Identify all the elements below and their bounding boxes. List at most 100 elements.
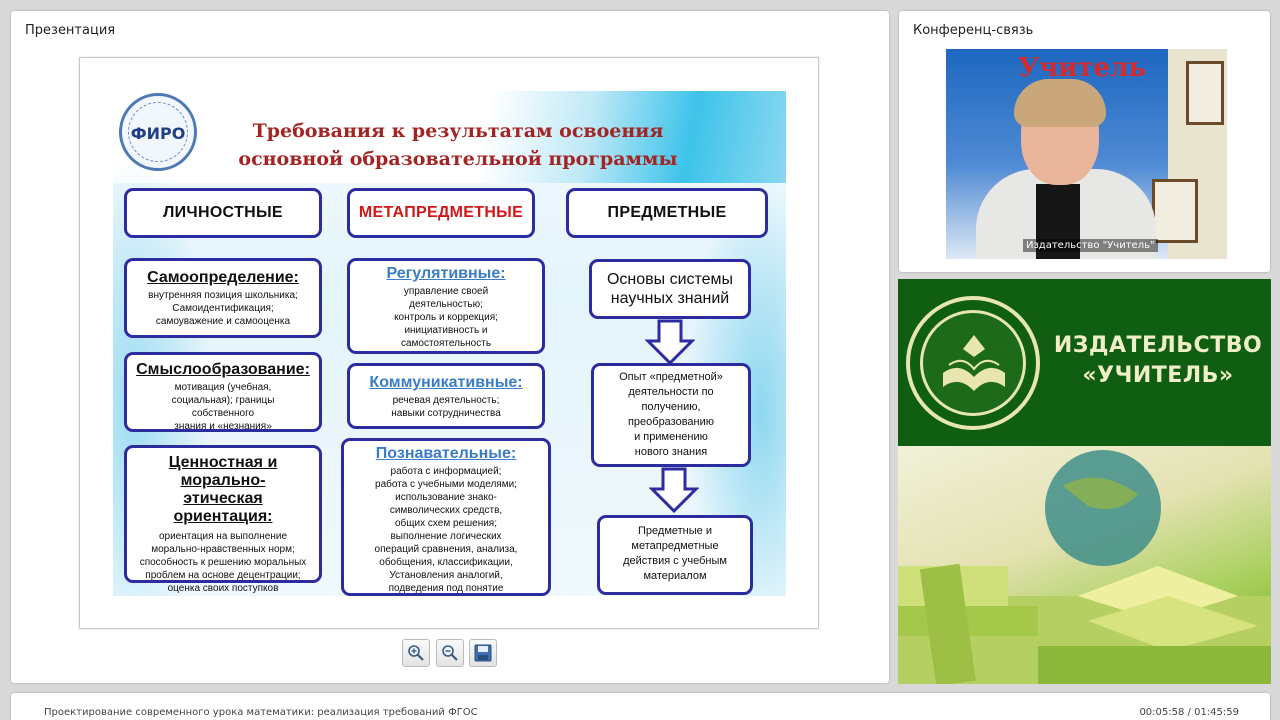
book-icon <box>943 335 1005 391</box>
text-line: собственного <box>191 408 255 419</box>
text-line: нового знания <box>634 446 708 458</box>
box-text: ориентация на выполнение морально-нравст… <box>127 530 319 595</box>
text-line: получению, <box>641 401 701 413</box>
video-certificate <box>1152 179 1198 243</box>
box-value-orientation: Ценностная и морально-этическая ориентац… <box>124 445 322 594</box>
text-line: научных знаний <box>610 290 730 307</box>
header-personal: ЛИЧНОСТНЫЕ <box>124 188 322 238</box>
text-line: самоуважение и самооценка <box>155 316 291 327</box>
text-line: социальная); границы <box>171 395 275 406</box>
box-text: внутренняя позиция школьника; Самоиденти… <box>127 289 319 328</box>
text-line: инициативность и <box>404 325 488 336</box>
box-title: Коммуникативные: <box>369 374 523 391</box>
speaker-hair <box>1014 79 1106 127</box>
box-title: Познавательные: <box>375 445 517 462</box>
text-line: метапредметные <box>631 540 719 552</box>
box-title: Регулятивные: <box>386 265 506 282</box>
text-line: Опыт «предметной» <box>619 371 723 383</box>
text-line: Предметные и <box>638 525 712 537</box>
box-cognitive: Познавательные: работа с информацией; ра… <box>341 438 551 596</box>
publisher-name: ИЗДАТЕЛЬСТВО «УЧИТЕЛЬ» <box>1053 331 1263 391</box>
books-illustration <box>898 446 1271 684</box>
text-line: навыки сотрудничества <box>391 408 501 419</box>
box-text: мотивация (учебная, социальная); границы… <box>127 381 319 433</box>
publisher-logo-icon <box>906 296 1040 430</box>
zoom-out-button[interactable] <box>436 639 464 667</box>
header-subject: ПРЕДМЕТНЫЕ <box>566 188 768 238</box>
text-line: обобщения, классификации, <box>379 557 513 568</box>
box-meaning-formation: Смыслообразование: мотивация (учебная, с… <box>124 352 322 432</box>
video-feed[interactable]: Учитель Издательство "Учитель" <box>946 49 1227 259</box>
video-banner-text: Учитель <box>1018 53 1147 83</box>
text-line: выполнение логических <box>390 531 502 542</box>
box-subject-actions: Предметные и метапредметные действия с у… <box>597 515 753 595</box>
box-scientific-knowledge: Основы системы научных знаний <box>589 259 751 319</box>
zoom-in-button[interactable] <box>402 639 430 667</box>
playback-time: 00:05:58 / 01:45:59 <box>1139 707 1239 718</box>
text-line: способность к решению моральных <box>139 557 307 568</box>
logo-text: ФИРО <box>130 124 186 143</box>
publisher-name-line1: ИЗДАТЕЛЬСТВО <box>1053 333 1263 358</box>
text-line: морально-нравственных норм; <box>151 544 295 555</box>
text-line: и применению <box>634 431 708 443</box>
text-line: ориентация на выполнение <box>158 531 288 542</box>
save-button[interactable] <box>469 639 497 667</box>
text-line: символических средств, <box>389 505 503 516</box>
publisher-logo-inner <box>920 310 1026 416</box>
header-metasubject: МЕТАПРЕДМЕТНЫЕ <box>347 188 535 238</box>
text-line: преобразованию <box>627 416 715 428</box>
slide-header-band <box>113 91 786 183</box>
publisher-banner: ИЗДАТЕЛЬСТВО «УЧИТЕЛЬ» <box>898 279 1271 446</box>
text-line: использование знако- <box>395 492 497 503</box>
zoom-in-icon <box>408 645 424 661</box>
slide-frame: ФИРО Требования к результатам освоения о… <box>79 57 819 629</box>
text-line: речевая деятельность; <box>392 395 500 406</box>
box-text: управление своей деятельностью; контроль… <box>350 285 542 350</box>
slide-title-line2: основной образовательной программы <box>238 148 678 170</box>
books-globe-image <box>898 450 1271 684</box>
zoom-out-icon <box>442 645 458 661</box>
box-text: работа с информацией; работа с учебными … <box>344 465 548 595</box>
slide: ФИРО Требования к результатам освоения о… <box>113 91 786 596</box>
text-line: материалом <box>643 570 707 582</box>
text-line: работа с информацией; <box>390 466 502 477</box>
text-line: деятельностью; <box>409 299 483 310</box>
text-line: самостоятельность <box>400 338 492 349</box>
text-line: работа с учебными моделями; <box>375 479 517 490</box>
text-line: контроль и коррекция; <box>394 312 498 323</box>
conference-panel: Конференц-связь Учитель Издательство "Уч… <box>899 11 1270 272</box>
text-line: подведения под понятие <box>388 583 504 594</box>
box-title: Ценностная и морально-этическая ориентац… <box>168 454 278 525</box>
text-line: мотивация (учебная, <box>174 382 272 393</box>
box-communicative: Коммуникативные: речевая деятельность; н… <box>347 363 545 429</box>
text-line: действия с учебным <box>623 555 727 567</box>
box-subject-experience: Опыт «предметной» деятельности по получе… <box>591 363 751 467</box>
conference-panel-title: Конференц-связь <box>913 23 1034 38</box>
text-line: операций сравнения, анализа, <box>374 544 518 555</box>
arrow-down-icon <box>645 319 695 365</box>
speaker-label: Издательство "Учитель" <box>1023 239 1158 252</box>
slide-title-line1: Требования к результатам освоения <box>252 120 664 142</box>
presentation-panel: Презентация ФИРО Требования к результата… <box>11 11 889 683</box>
box-title: Смыслообразование: <box>136 361 310 378</box>
text-line: Самоидентификация; <box>172 303 274 314</box>
text-line: внутренняя позиция школьника; <box>148 290 298 301</box>
text-line: деятельности по <box>628 386 714 398</box>
firo-logo: ФИРО <box>119 93 197 171</box>
text-line: управление своей <box>403 286 489 297</box>
text-line: оценка своих поступков <box>167 583 279 594</box>
video-wall-frame <box>1186 61 1224 125</box>
arrow-down-icon <box>649 467 699 513</box>
text-line: проблем на основе децентрации; <box>145 570 301 581</box>
status-bar: Проектирование современного урока матема… <box>11 693 1270 720</box>
save-icon <box>474 644 492 662</box>
lesson-title: Проектирование современного урока матема… <box>44 707 478 718</box>
box-title: Самоопределение: <box>147 269 299 286</box>
slide-title: Требования к результатам освоения основн… <box>213 117 703 173</box>
box-regulatory: Регулятивные: управление своей деятельно… <box>347 258 545 354</box>
speaker-shirt <box>1036 184 1080 259</box>
box-text: речевая деятельность; навыки сотрудничес… <box>350 394 542 420</box>
logo-ring <box>128 102 188 162</box>
text-line: Основы системы <box>606 271 734 288</box>
box-self-determination: Самоопределение: внутренняя позиция школ… <box>124 258 322 338</box>
